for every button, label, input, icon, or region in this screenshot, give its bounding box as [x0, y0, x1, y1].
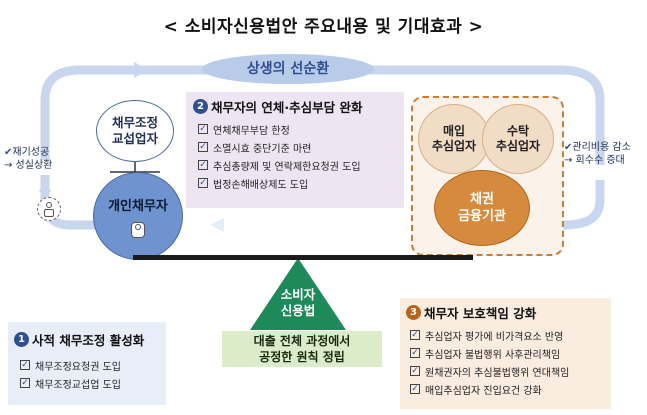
section3-item: ✓추심업자 평가에 비가격요소 반영 — [410, 329, 564, 343]
section1-list: ✓채무조정요청권 도입 ✓채무조정교섭업 도입 — [20, 356, 121, 392]
balance-beam — [133, 255, 473, 260]
cycle-arrowhead-left — [39, 180, 51, 192]
debtor-label: 개인채무자 — [108, 198, 168, 214]
checkbox-icon: ✓ — [198, 123, 208, 134]
cycle-arrowhead-bottom — [210, 218, 224, 232]
debtor-circle: 개인채무자 — [93, 172, 183, 260]
section2-item: ✓소멸시효 중단기준 마련 — [198, 141, 312, 155]
cycle-bottom-right-path — [530, 180, 605, 230]
section2-item: ✓법정손해배상제도 도입 — [198, 177, 309, 191]
checkbox-icon: ✓ — [198, 141, 208, 152]
section3-title: 3 채무자 보호책임 강화 — [406, 303, 536, 322]
cycle-label: 상생의 선순환 — [246, 61, 330, 77]
person-icon — [37, 197, 61, 221]
checkbox-icon: ✓ — [410, 383, 420, 394]
trust-label-line2: 추심업자 — [495, 139, 541, 153]
mediator-label-line2: 교섭업자 — [111, 131, 158, 146]
checkbox-icon: ✓ — [410, 365, 420, 376]
checkbox-icon: ✓ — [20, 359, 30, 370]
buyer-label-line2: 추심업자 — [431, 139, 477, 153]
section2-number-badge: 2 — [193, 99, 208, 114]
section2-item: ✓연체채무부담 한정 — [198, 123, 290, 137]
cycle-label-bg — [202, 54, 374, 84]
debtor-person-icon — [131, 221, 145, 238]
mediator-label-line1: 채무조정 — [111, 115, 158, 130]
checkbox-icon: ✓ — [20, 377, 30, 388]
section3-box — [400, 298, 611, 409]
section1-title: 1 사적 채무조정 활성화 — [14, 330, 144, 349]
checkbox-icon: ✓ — [198, 177, 208, 188]
fulcrum-label: 소비자 신용법 — [280, 287, 316, 318]
section3-title-text: 채무자 보호책임 강화 — [424, 306, 537, 321]
right-effect-line2: → 회수수 증대 — [564, 155, 625, 166]
section2-item: ✓추심총량제 및 연락제한요청권 도입 — [198, 159, 361, 173]
section1-item: ✓채무조정요청권 도입 — [20, 359, 121, 373]
bank-label-line1: 채권 — [470, 192, 494, 207]
section3-item: ✓원채권자의 추심불법행위 연대책임 — [410, 365, 570, 379]
cycle-arrowhead-right — [594, 143, 606, 156]
section2-box — [186, 92, 404, 208]
section3-number-badge: 3 — [406, 305, 421, 320]
bank-label-line2: 금융기관 — [458, 209, 506, 224]
right-effect-note: ✔관리비용 감소 → 회수수 증대 — [564, 141, 631, 167]
left-effect-note: ✔재기성공 → 성실상환 — [4, 146, 52, 172]
section1-item: ✓채무조정교섭업 도입 — [20, 377, 121, 391]
section2-title-text: 채무자의 연체·추심부담 완화 — [211, 100, 363, 115]
trust-label-line1: 수탁 — [506, 124, 530, 138]
section1-box — [8, 322, 166, 405]
left-effect-line2: → 성실상환 — [4, 160, 53, 171]
fulcrum-triangle — [250, 258, 346, 330]
section2-list: ✓연체채무부담 한정 ✓소멸시효 중단기준 마련 ✓추심총량제 및 연락제한요청… — [198, 120, 361, 192]
section1-title-text: 사적 채무조정 활성화 — [32, 333, 145, 348]
section1-number-badge: 1 — [14, 332, 29, 347]
buyer-label-line1: 매입 — [442, 124, 466, 138]
cycle-arrowhead-top-left — [134, 62, 148, 78]
principle-box: 대출 전체 과정에서 공정한 원칙 정립 — [222, 331, 382, 367]
left-effect-line1: 재기성공 — [12, 147, 50, 158]
principle-line2: 공정한 원칙 정립 — [259, 350, 345, 364]
checkbox-icon: ✓ — [410, 329, 420, 340]
checkbox-icon: ✓ — [410, 347, 420, 358]
checkbox-icon: ✓ — [198, 159, 208, 170]
section2-title: 2 채무자의 연체·추심부담 완화 — [193, 97, 362, 116]
right-check-icon: ✔ — [564, 142, 573, 153]
right-effect-line1: 관리비용 감소 — [572, 142, 631, 153]
diagram-title: < 소비자신용법안 주요내용 및 기대효과 > — [163, 17, 484, 37]
left-check-icon: ✔ — [4, 147, 13, 158]
principle-line1: 대출 전체 과정에서 — [253, 334, 351, 348]
section3-item: ✓매입추심업자 진입요건 강화 — [410, 383, 542, 397]
section3-item: ✓추심업자 불법행위 사후관리책임 — [410, 347, 561, 361]
section3-list: ✓추심업자 평가에 비가격요소 반영 ✓추심업자 불법행위 사후관리책임 ✓원채… — [410, 326, 569, 398]
